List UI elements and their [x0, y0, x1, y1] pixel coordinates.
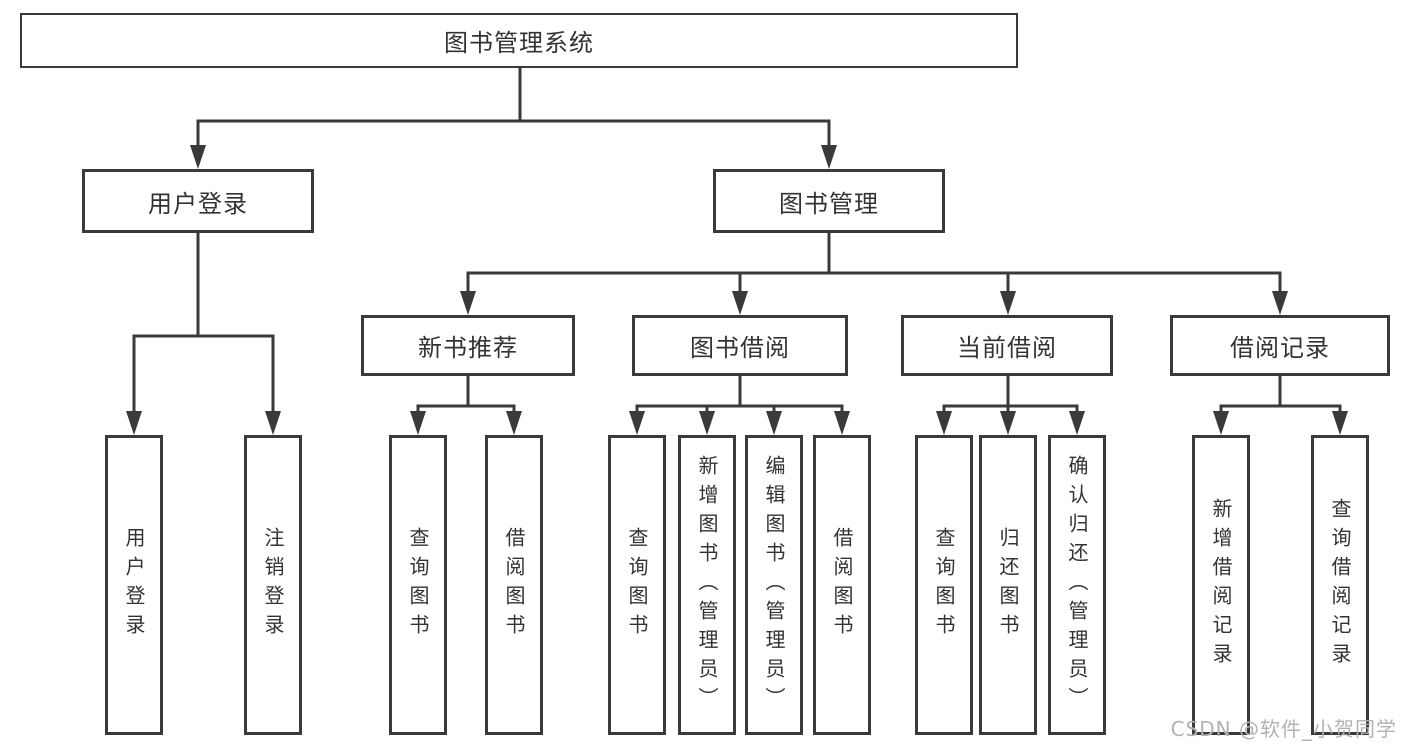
node-leaf-edit-books-admin: 编辑图书（管理员） [745, 435, 803, 735]
node-leaf-confirm-return-admin: 确认归还（管理员） [1048, 435, 1106, 735]
connector-book-management-to-level3 [466, 233, 1282, 292]
node-book-borrowing: 图书借阅 [632, 315, 848, 376]
connector-book-borrowing-to-leaves [635, 376, 844, 412]
node-root: 图书管理系统 [20, 13, 1018, 68]
watermark-text: CSDN @软件_小贺同学 [1170, 717, 1397, 741]
node-new-book-recommend: 新书推荐 [361, 315, 575, 376]
connector-borrow-records-to-leaves [1219, 376, 1342, 412]
connector-user-login-to-leaves [132, 233, 275, 412]
node-new-book-recommend-label: 新书推荐 [418, 334, 518, 362]
node-leaf-user-login: 用户登录 [105, 435, 163, 735]
connector-root-to-level2 [196, 68, 831, 146]
node-leaf-borrow-books-borrowing: 借阅图书 [813, 435, 871, 735]
arrowheads [126, 145, 1348, 435]
connector-current-borrowing-to-leaves [942, 376, 1079, 412]
node-root-label: 图书管理系统 [444, 29, 594, 57]
node-borrow-records-label: 借阅记录 [1230, 334, 1330, 362]
node-user-login: 用户登录 [82, 169, 314, 233]
node-leaf-query-books-current: 查询图书 [915, 435, 973, 735]
node-borrow-records: 借阅记录 [1170, 315, 1390, 376]
node-book-management: 图书管理 [713, 169, 945, 233]
node-book-borrowing-label: 图书借阅 [690, 334, 790, 362]
node-current-borrowing: 当前借阅 [901, 315, 1113, 376]
node-leaf-return-books: 归还图书 [979, 435, 1037, 735]
node-leaf-query-books-recommend: 查询图书 [389, 435, 447, 735]
node-leaf-query-borrow-record: 查询借阅记录 [1311, 435, 1369, 735]
connector-new-book-recommend-to-leaves [416, 376, 516, 412]
node-leaf-add-books-admin: 新增图书（管理员） [678, 435, 736, 735]
node-current-borrowing-label: 当前借阅 [957, 334, 1057, 362]
node-user-login-label: 用户登录 [148, 189, 248, 218]
node-leaf-add-borrow-record: 新增借阅记录 [1192, 435, 1250, 735]
node-leaf-logout: 注销登录 [244, 435, 302, 735]
node-book-management-label: 图书管理 [779, 189, 879, 218]
node-leaf-borrow-books-recommend: 借阅图书 [485, 435, 543, 735]
node-leaf-query-books-borrowing: 查询图书 [608, 435, 666, 735]
